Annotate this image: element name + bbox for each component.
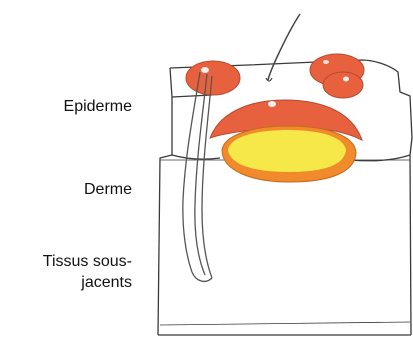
label-dermis: Derme <box>84 180 132 200</box>
lesion-highlight <box>268 101 276 107</box>
block-right-edge <box>410 155 411 335</box>
lesion-yellow-core <box>228 130 346 172</box>
central-lesion <box>210 100 362 182</box>
label-epidermis: Epiderme <box>64 97 132 117</box>
block-bottom-inner <box>160 322 410 325</box>
hair-strand <box>268 14 300 80</box>
left-nodule <box>186 61 240 95</box>
block-left-edge <box>158 97 172 335</box>
hair-follicle <box>183 72 212 281</box>
label-subcutaneous-line1: Tissus sous- <box>43 252 132 272</box>
label-subcutaneous-line2: jacents <box>81 273 132 293</box>
right-nodules <box>310 54 364 98</box>
